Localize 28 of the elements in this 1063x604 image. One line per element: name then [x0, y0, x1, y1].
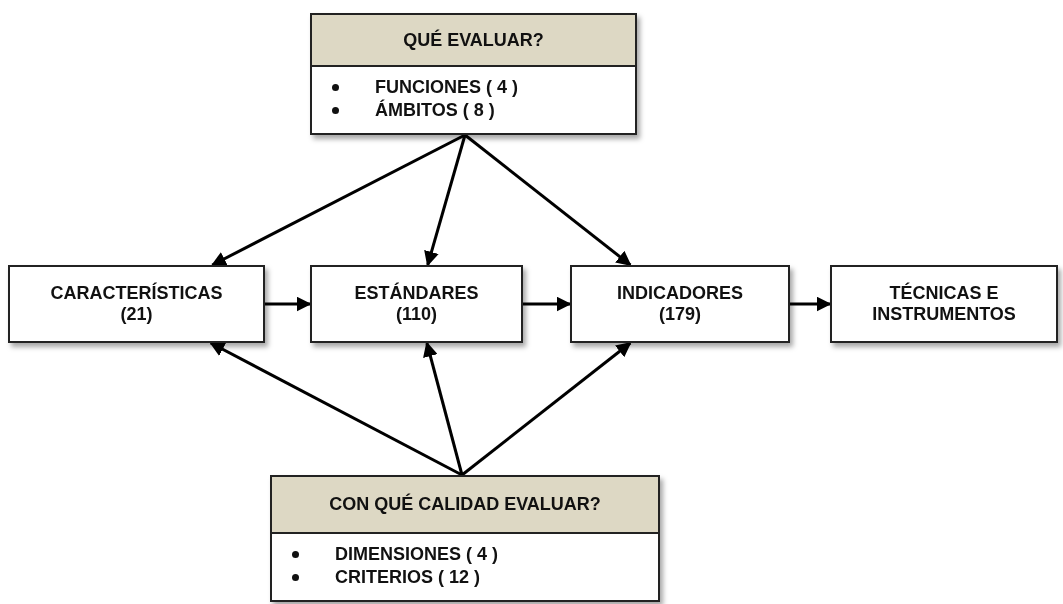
process-box	[310, 265, 523, 343]
arrow	[424, 134, 467, 267]
arrow	[523, 296, 572, 312]
arrow	[461, 341, 632, 477]
arrow	[423, 341, 464, 476]
box-title: QUÉ EVALUAR?	[403, 29, 544, 51]
arrow	[209, 341, 463, 477]
box-label: ESTÁNDARES	[354, 283, 479, 304]
list-item: ÁMBITOS ( 8 )	[375, 100, 495, 121]
list-item: FUNCIONES ( 4 )	[375, 77, 518, 98]
arrow	[210, 133, 466, 267]
arrow	[464, 133, 632, 267]
box-label: (179)	[659, 304, 701, 325]
arrow	[265, 296, 312, 312]
process-box	[830, 265, 1058, 343]
box-label: CARACTERÍSTICAS	[50, 283, 223, 304]
list-box	[270, 475, 660, 602]
process-box	[570, 265, 790, 343]
box-label: INDICADORES	[617, 283, 743, 304]
list-box	[310, 13, 637, 135]
process-box	[8, 265, 265, 343]
list-item: CRITERIOS ( 12 )	[335, 567, 481, 588]
arrow	[790, 296, 832, 312]
box-title: CON QUÉ CALIDAD EVALUAR?	[329, 494, 601, 515]
list-item: DIMENSIONES ( 4 )	[335, 544, 499, 565]
box-label: (21)	[120, 304, 153, 325]
box-label: (110)	[396, 304, 437, 325]
box-label: TÉCNICAS E INSTRUMENTOS	[871, 283, 1017, 325]
